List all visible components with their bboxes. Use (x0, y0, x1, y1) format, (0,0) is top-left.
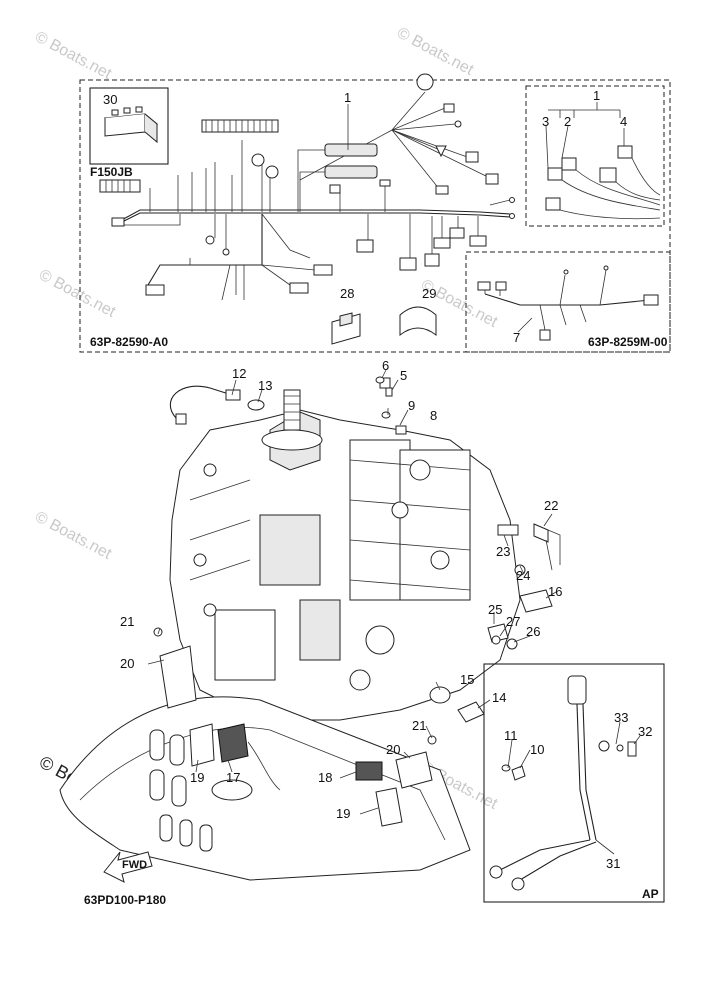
callout-24: 24 (516, 568, 530, 583)
watermark-1: © Boats.net (32, 29, 114, 84)
callout-12: 12 (232, 366, 246, 381)
battery-cable-31 (489, 675, 637, 891)
callout-5: 5 (400, 368, 407, 383)
callout-19-left: 19 (190, 770, 204, 785)
callout-13: 13 (258, 378, 272, 393)
callout-11: 11 (504, 728, 518, 743)
callout-18: 18 (318, 770, 332, 785)
harness-connectors (99, 73, 515, 296)
ap-label: AP (642, 887, 659, 901)
clamp-29 (399, 306, 437, 337)
callout-labels: 30 1 1 3 2 4 28 29 7 12 13 6 5 9 8 22 23… (103, 88, 652, 871)
callout-20-right: 20 (386, 742, 400, 757)
callout-19-right: 19 (336, 806, 350, 821)
callout-9: 9 (408, 398, 415, 413)
watermark-3: © Boats.net (36, 267, 118, 322)
callout-17: 17 (226, 770, 240, 785)
sensor-12 (169, 385, 265, 425)
relay-box (89, 87, 169, 165)
fwd-label: FWD (122, 859, 147, 871)
callout-10: 10 (530, 742, 544, 757)
engine-block (169, 389, 521, 721)
sub-assembly-sensors (545, 109, 661, 220)
relay-30 (103, 106, 159, 144)
bottom-cowling (59, 696, 471, 881)
callout-14: 14 (492, 690, 506, 705)
callout-4: 4 (620, 114, 627, 129)
callout-28: 28 (340, 286, 354, 301)
watermark-5: © Boats.net (32, 509, 114, 564)
sub-harness-7 (477, 265, 659, 341)
callout-2: 2 (564, 114, 571, 129)
callout-16: 16 (548, 584, 562, 599)
callout-6: 6 (382, 358, 389, 373)
callout-23: 23 (496, 544, 510, 559)
callout-31: 31 (606, 856, 620, 871)
callout-27: 27 (506, 614, 520, 629)
callout-20-left: 20 (120, 656, 134, 671)
harness-code-main: 63P-82590-A0 (90, 335, 168, 349)
model-label: F150JB (90, 165, 133, 179)
harness-code-sub: 63P-8259M-00 (588, 335, 668, 349)
bolts-upper (375, 376, 407, 435)
callout-21-right: 21 (412, 718, 426, 733)
leader-lines (147, 102, 641, 855)
harness-box-outline (79, 79, 671, 353)
callout-8: 8 (430, 408, 437, 423)
brackets-lower (153, 627, 437, 827)
callout-21-left: 21 (120, 614, 134, 629)
battery-cable-box (483, 663, 665, 903)
sensor-parts-right (429, 523, 561, 781)
sub-assembly-box (525, 85, 665, 227)
fwd-arrow: FWD (103, 851, 153, 883)
callout-22: 22 (544, 498, 558, 513)
callout-7: 7 (513, 330, 520, 345)
drawing-code: 63PD100-P180 (84, 893, 166, 907)
callout-33: 33 (614, 710, 628, 725)
callout-1-main: 1 (344, 90, 351, 105)
callout-30: 30 (103, 92, 117, 107)
watermark-2: © Boats.net (394, 25, 476, 80)
callout-3: 3 (542, 114, 549, 129)
callout-26: 26 (526, 624, 540, 639)
callout-29: 29 (422, 286, 436, 301)
callout-15: 15 (460, 672, 474, 687)
callout-32: 32 (638, 724, 652, 739)
callout-1-sub: 1 (593, 88, 600, 103)
clamp-28 (331, 312, 361, 345)
callout-25: 25 (488, 602, 502, 617)
